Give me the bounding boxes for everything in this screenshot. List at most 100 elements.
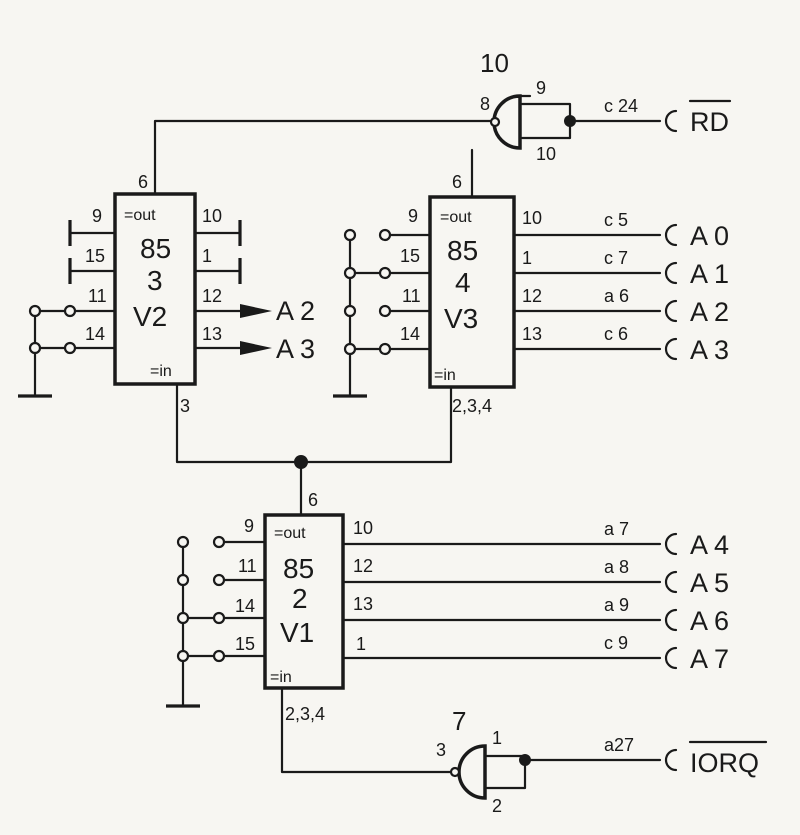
jumper-pad <box>378 304 392 318</box>
chip-v2-pin9: 9 <box>92 206 102 226</box>
chip-v2-pin12: 12 <box>202 286 222 306</box>
chip-v1-num: 2 <box>292 583 308 614</box>
chip-v3-pin12: 12 <box>522 286 542 306</box>
chip-v3-in: =in <box>434 367 456 384</box>
v1-row4-label: A 7 <box>690 644 729 674</box>
wire-enable-bus <box>175 382 453 464</box>
chip-v2-pin1: 1 <box>202 246 212 266</box>
jumper-pad <box>176 611 190 625</box>
v1-row4-pin: c 9 <box>604 633 628 653</box>
chip-v3-pin6: 6 <box>452 172 462 192</box>
gate-10-pin-b: 10 <box>536 144 556 164</box>
jumper-pad <box>378 266 392 280</box>
gate-7: 7 3 1 2 <box>436 706 502 816</box>
jumper-pad <box>343 342 357 356</box>
chip-v3-pin14: 14 <box>400 324 420 344</box>
chip-v2-num: 3 <box>147 265 163 296</box>
v3-row2-pin: c 7 <box>604 248 628 268</box>
v3-row2-label: A 1 <box>690 259 729 289</box>
chip-v1-pin15: 15 <box>235 634 255 654</box>
rd-connector <box>664 109 678 133</box>
v1-row2-pin: a 8 <box>604 557 629 577</box>
chip-v2: =out 85 3 V2 =in 6 3 9 15 11 14 10 1 12 … <box>85 172 222 416</box>
v3-row4-pin: c 6 <box>604 324 628 344</box>
chip-v2-pin15: 15 <box>85 246 105 266</box>
chip-v2-in: =in <box>150 363 172 380</box>
gate-10-input-tie <box>520 102 572 140</box>
jumper-pad <box>28 304 42 318</box>
v2-a3-label: A 3 <box>276 334 315 364</box>
chip-v2-code: 85 <box>140 233 171 264</box>
chip-v2-pin13: 13 <box>202 324 222 344</box>
chip-v3-out: =out <box>440 209 472 226</box>
chip-v1-pin6: 6 <box>308 490 318 510</box>
arrow-a2 <box>240 304 272 318</box>
wire-v1-to-gate7 <box>280 686 452 774</box>
gate-10: 10 8 9 10 <box>480 48 556 164</box>
chip-v2-body <box>113 192 197 386</box>
jumper-pad <box>212 535 226 549</box>
chip-v1-code: 85 <box>283 553 314 584</box>
v1-row3-label: A 6 <box>690 606 729 636</box>
chip-v2-pin3: 3 <box>180 396 190 416</box>
iorq-label: IORQ <box>690 748 759 778</box>
chip-v1-pin12: 12 <box>353 556 373 576</box>
jumper-pad <box>378 228 392 242</box>
wire-gate10-to-v2 <box>153 119 492 196</box>
iorq-connector <box>664 748 678 772</box>
chip-v2-pin6: 6 <box>138 172 148 192</box>
chip-v1-pin11: 11 <box>238 556 257 576</box>
chip-v3-name: V3 <box>444 303 478 334</box>
gate-7-body <box>457 744 487 800</box>
v1-row1-label: A 4 <box>690 530 729 560</box>
chip-v1-pin-in: 2,3,4 <box>285 704 325 724</box>
gate-10-pin-out: 8 <box>480 94 490 114</box>
jumper-pad <box>176 535 190 549</box>
connector-arcs <box>664 223 678 361</box>
chip-v2-name: V2 <box>133 301 167 332</box>
jumper-pad <box>63 304 77 318</box>
chip-v1-pin14: 14 <box>235 596 255 616</box>
jumper-pad <box>343 304 357 318</box>
v1-row1-pin: a 7 <box>604 519 629 539</box>
v2-a2-label: A 2 <box>276 296 315 326</box>
gate-7-pin-b: 2 <box>492 796 502 816</box>
chip-v3-pin11: 11 <box>402 286 421 306</box>
arrow-a3 <box>240 341 272 355</box>
v1-row3-pin: a 9 <box>604 595 629 615</box>
chip-v1-out: =out <box>274 525 306 542</box>
gate-7-label: 7 <box>452 706 466 736</box>
rd-label: RD <box>690 107 729 137</box>
chip-v1-pin10: 10 <box>353 518 373 538</box>
gate-7-pin-out: 3 <box>436 740 446 760</box>
chip-v2-out: =out <box>124 207 156 224</box>
v3-row3-label: A 2 <box>690 297 729 327</box>
jumper-pad <box>212 611 226 625</box>
jumper-pad <box>63 341 77 355</box>
jumper-pad <box>176 649 190 663</box>
chip-v1-in: =in <box>270 669 292 686</box>
v3-row4-label: A 3 <box>690 335 729 365</box>
chip-v3-pin10: 10 <box>522 208 542 228</box>
gate-7-bubble <box>449 766 461 778</box>
chip-v1-pin13: 13 <box>353 594 373 614</box>
jumper-pad <box>28 341 42 355</box>
chip-v3-num: 4 <box>455 267 471 298</box>
chip-v2-pin11: 11 <box>88 286 107 306</box>
jumper-pad <box>343 266 357 280</box>
v1-row2-label: A 5 <box>690 568 729 598</box>
jumper-pad <box>212 649 226 663</box>
jumper-pad <box>212 573 226 587</box>
chip-v3-pin9: 9 <box>408 206 418 226</box>
v3-row3-pin: a 6 <box>604 286 629 306</box>
gate-10-label: 10 <box>480 48 509 78</box>
chip-v2-pin14: 14 <box>85 324 105 344</box>
chip-v1-pin1: 1 <box>356 634 366 654</box>
chip-v1-name: V1 <box>280 617 314 648</box>
gate-7-input-tie <box>485 754 527 790</box>
chip-v1: =out 85 2 V1 =in 6 2,3,4 9 11 14 15 10 1… <box>235 490 373 724</box>
chip-v2-pin10: 10 <box>202 206 222 226</box>
chip-v3-pin1: 1 <box>522 248 532 268</box>
chip-v1-body <box>263 513 345 690</box>
